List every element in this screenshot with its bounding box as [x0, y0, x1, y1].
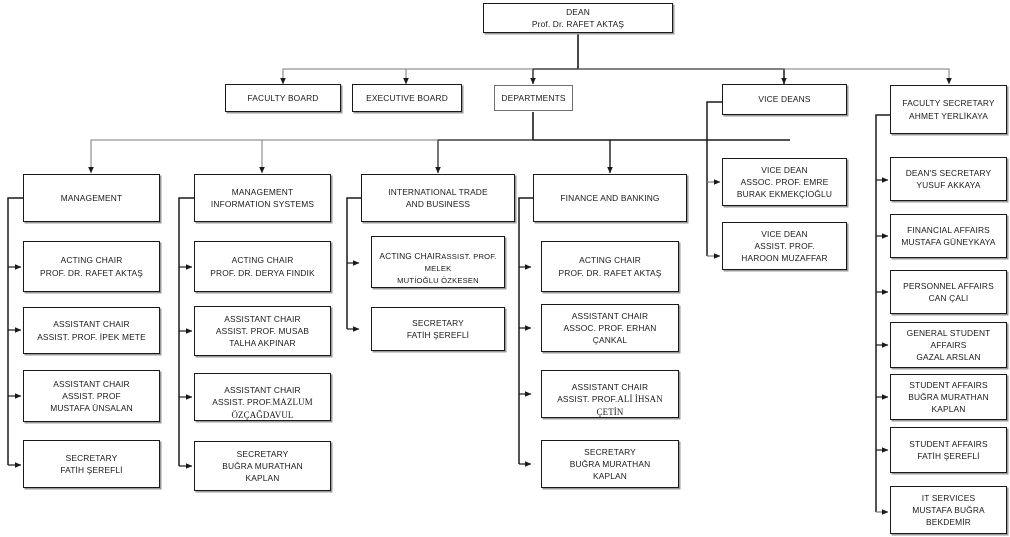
node-fb-assistant-chair-2-label-b: ALİ İHSAN ÇETİN [596, 394, 663, 418]
node-fb-acting-chair[interactable]: ACTING CHAIR PROF. DR. RAFET AKTAŞ [541, 241, 679, 292]
node-itb-acting-chair[interactable]: ACTING CHAIRASSIST. PROF. MELEK MUTİOĞLU… [371, 236, 505, 288]
node-financial-affairs-label: FINANCIAL AFFAIRS MUSTAFA GÜNEYKAYA [901, 224, 996, 247]
node-management-secretary[interactable]: SECRETARY FATİH ŞEREFLİ [23, 440, 160, 488]
node-management-assistant-chair-1-label: ASSISTANT CHAIR ASSIST. PROF. İPEK METE [37, 319, 146, 342]
node-personnel-affairs-label: PERSONNEL AFFAIRS CAN ÇALI [903, 280, 994, 303]
node-student-affairs-2[interactable]: STUDENT AFFAIRS FATİH ŞEREFLİ [890, 427, 1007, 473]
node-fb-secretary-label: SECRETARY BUĞRA MURATHAN KAPLAN [569, 446, 651, 482]
node-management-assistant-chair-2-label: ASSISTANT CHAIR ASSIST. PROF MUSTAFA ÜNS… [50, 378, 133, 414]
node-vice-dean-1-label: VICE DEAN ASSOC. PROF. EMRE BURAK EKMEKÇ… [736, 164, 833, 200]
node-fb-assistant-chair-1-label: ASSISTANT CHAIR ASSOC. PROF. ERHAN ÇANKA… [563, 310, 657, 346]
node-student-affairs-1-label: STUDENT AFFAIRS BUĞRA MURATHAN KAPLAN [908, 379, 989, 415]
node-vice-dean-2[interactable]: VICE DEAN ASSIST. PROF. HAROON MUZAFFAR [722, 222, 847, 270]
node-fb-secretary[interactable]: SECRETARY BUĞRA MURATHAN KAPLAN [541, 440, 679, 488]
node-departments[interactable]: DEPARTMENTS [494, 85, 573, 111]
node-vice-deans[interactable]: VICE DEANS [722, 84, 847, 115]
node-executive-board-label: EXECUTIVE BOARD [366, 92, 448, 103]
node-management-assistant-chair-2[interactable]: ASSISTANT CHAIR ASSIST. PROF MUSTAFA ÜNS… [23, 370, 160, 422]
node-general-student-affairs[interactable]: GENERAL STUDENT AFFAIRS GAZAL ARSLAN [890, 322, 1007, 368]
node-itb-secretary-label: SECRETARY FATİH ŞEREFLİ [406, 317, 470, 340]
node-fb-assistant-chair-2-label-a: ASSISTANT CHAIR ASSIST. PROF. [557, 382, 649, 405]
node-student-affairs-1[interactable]: STUDENT AFFAIRS BUĞRA MURATHAN KAPLAN [890, 374, 1007, 420]
node-personnel-affairs[interactable]: PERSONNEL AFFAIRS CAN ÇALI [890, 270, 1007, 314]
node-departments-label: DEPARTMENTS [501, 92, 566, 103]
node-management[interactable]: MANAGEMENT [23, 174, 160, 222]
node-faculty-board[interactable]: FACULTY BOARD [225, 84, 341, 112]
node-mis-assistant-chair-1[interactable]: ASSISTANT CHAIR ASSIST. PROF. MUSAB TALH… [194, 306, 331, 356]
node-financial-affairs[interactable]: FINANCIAL AFFAIRS MUSTAFA GÜNEYKAYA [890, 214, 1007, 258]
node-fb-assistant-chair-1[interactable]: ASSISTANT CHAIR ASSOC. PROF. ERHAN ÇANKA… [541, 304, 679, 352]
node-mis-assistant-chair-2-label-a: ASSISTANT CHAIR ASSIST. PROF. [212, 385, 301, 408]
node-vice-dean-2-label: VICE DEAN ASSIST. PROF. HAROON MUZAFFAR [741, 228, 828, 264]
node-executive-board[interactable]: EXECUTIVE BOARD [352, 84, 462, 112]
node-general-student-affairs-label: GENERAL STUDENT AFFAIRS GAZAL ARSLAN [906, 327, 991, 363]
node-fb-acting-chair-label: ACTING CHAIR PROF. DR. RAFET AKTAŞ [558, 255, 662, 278]
node-mis-secretary-label: SECRETARY BUĞRA MURATHAN KAPLAN [222, 448, 303, 484]
node-itb-secretary[interactable]: SECRETARY FATİH ŞEREFLİ [371, 307, 505, 351]
node-international-trade-and-business[interactable]: INTERNATIONAL TRADE AND BUSINESS [361, 174, 515, 222]
node-faculty-secretary-label: FACULTY SECRETARY AHMET YERLİKAYA [902, 98, 995, 121]
node-faculty-secretary[interactable]: FACULTY SECRETARY AHMET YERLİKAYA [890, 85, 1007, 134]
node-vice-deans-label: VICE DEANS [758, 94, 811, 105]
node-deans-secretary-label: DEAN'S SECRETARY YUSUF AKKAYA [905, 167, 992, 190]
node-international-trade-and-business-label: INTERNATIONAL TRADE AND BUSINESS [388, 186, 488, 209]
node-dean-label: DEAN Prof. Dr. RAFET AKTAŞ [531, 6, 625, 29]
node-deans-secretary[interactable]: DEAN'S SECRETARY YUSUF AKKAYA [890, 157, 1007, 201]
node-management-assistant-chair-1[interactable]: ASSISTANT CHAIR ASSIST. PROF. İPEK METE [23, 307, 160, 354]
node-fb-assistant-chair-2[interactable]: ASSISTANT CHAIR ASSIST. PROF.ALİ İHSAN Ç… [541, 370, 679, 418]
node-mis-acting-chair[interactable]: ACTING CHAIR PROF. DR. DERYA FINDIK [194, 241, 331, 292]
node-management-acting-chair[interactable]: ACTING CHAIR PROF. DR. RAFET AKTAŞ [23, 241, 160, 292]
node-management-secretary-label: SECRETARY FATİH ŞEREFLİ [60, 452, 123, 475]
node-dean[interactable]: DEAN Prof. Dr. RAFET AKTAŞ [483, 3, 673, 33]
node-itb-acting-chair-label-b: ASSIST. PROF. MELEK MUTİOĞLU ÖZKESEN [397, 251, 497, 286]
node-faculty-board-label: FACULTY BOARD [247, 92, 319, 103]
node-vice-dean-1[interactable]: VICE DEAN ASSOC. PROF. EMRE BURAK EKMEKÇ… [722, 158, 847, 206]
node-itb-acting-chair-label-a: ACTING CHAIR [379, 250, 442, 261]
node-student-affairs-2-label: STUDENT AFFAIRS FATİH ŞEREFLİ [909, 438, 988, 461]
node-management-label: MANAGEMENT [60, 192, 123, 203]
node-mis-secretary[interactable]: SECRETARY BUĞRA MURATHAN KAPLAN [194, 441, 331, 491]
node-management-information-systems-label: MANAGEMENT INFORMATION SYSTEMS [210, 186, 315, 209]
node-mis-assistant-chair-1-label: ASSISTANT CHAIR ASSIST. PROF. MUSAB TALH… [215, 313, 310, 349]
node-mis-acting-chair-label: ACTING CHAIR PROF. DR. DERYA FINDIK [210, 255, 315, 278]
node-mis-assistant-chair-2-label-b: MAZLUM ÖZÇAĞDAVUL [231, 397, 313, 421]
node-it-services[interactable]: IT SERVICES MUSTAFA BUĞRA BEKDEMİR [890, 486, 1007, 534]
node-it-services-label: IT SERVICES MUSTAFA BUĞRA BEKDEMİR [912, 492, 985, 528]
node-finance-and-banking[interactable]: FINANCE AND BANKING [533, 174, 687, 222]
node-management-acting-chair-label: ACTING CHAIR PROF. DR. RAFET AKTAŞ [40, 255, 143, 278]
node-mis-assistant-chair-2[interactable]: ASSISTANT CHAIR ASSIST. PROF.MAZLUM ÖZÇA… [194, 373, 331, 421]
node-finance-and-banking-label: FINANCE AND BANKING [560, 192, 660, 203]
node-management-information-systems[interactable]: MANAGEMENT INFORMATION SYSTEMS [194, 174, 331, 222]
